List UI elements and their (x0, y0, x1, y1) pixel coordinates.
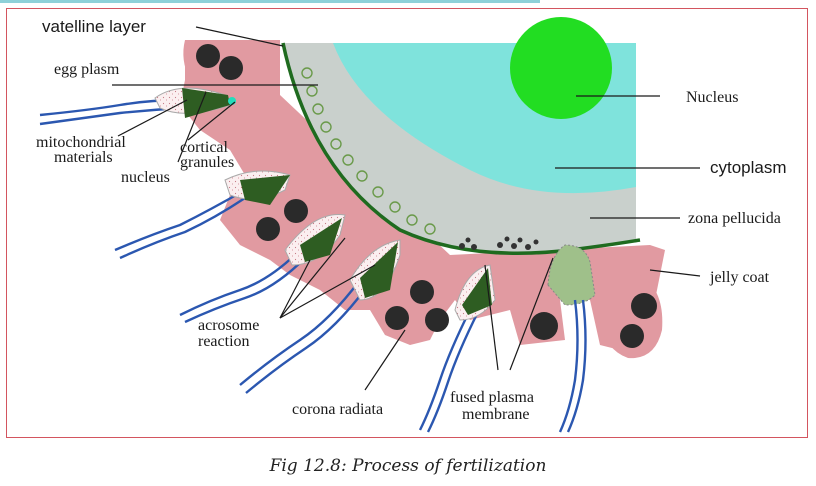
leader-lines (112, 26, 701, 391)
fusion-cone (547, 244, 596, 306)
label-mitochondrial-2: materials (54, 149, 113, 166)
label-vatelline-layer: vatelline layer (42, 17, 146, 36)
label-cortical-1: cortical (180, 139, 229, 156)
figure-caption: Fig 12.8: Process of fertilization (269, 456, 547, 476)
label-egg-nucleus: Nucleus (686, 89, 738, 106)
fused-deposits (459, 236, 539, 250)
label-corona-radiata: corona radiata (292, 401, 383, 418)
label-sperm-nucleus: nucleus (121, 169, 170, 186)
label-jelly-coat: jelly coat (709, 269, 770, 286)
figure-frame (6, 8, 808, 438)
label-cytoplasm: cytoplasm (710, 158, 787, 177)
label-zona-pellucida: zona pellucida (688, 210, 781, 227)
label-cortical-2: granules (180, 154, 234, 171)
fertilization-diagram: vatelline layer egg plasm mitochondrial … (36, 17, 787, 433)
label-fused-2: membrane (462, 406, 530, 423)
jelly-lobe-right (600, 266, 663, 359)
sperm-heads (154, 87, 496, 321)
label-acrosome-1: acrosome (198, 317, 259, 334)
top-rule (0, 0, 540, 3)
label-fused-1: fused plasma (450, 389, 534, 406)
label-mitochondrial-1: mitochondrial (36, 134, 126, 151)
label-acrosome-2: reaction (198, 333, 250, 350)
egg-nucleus (510, 17, 612, 119)
vitelline-membrane (281, 42, 641, 256)
cortical-granules (301, 67, 436, 235)
label-egg-plasm: egg plasm (54, 61, 120, 78)
